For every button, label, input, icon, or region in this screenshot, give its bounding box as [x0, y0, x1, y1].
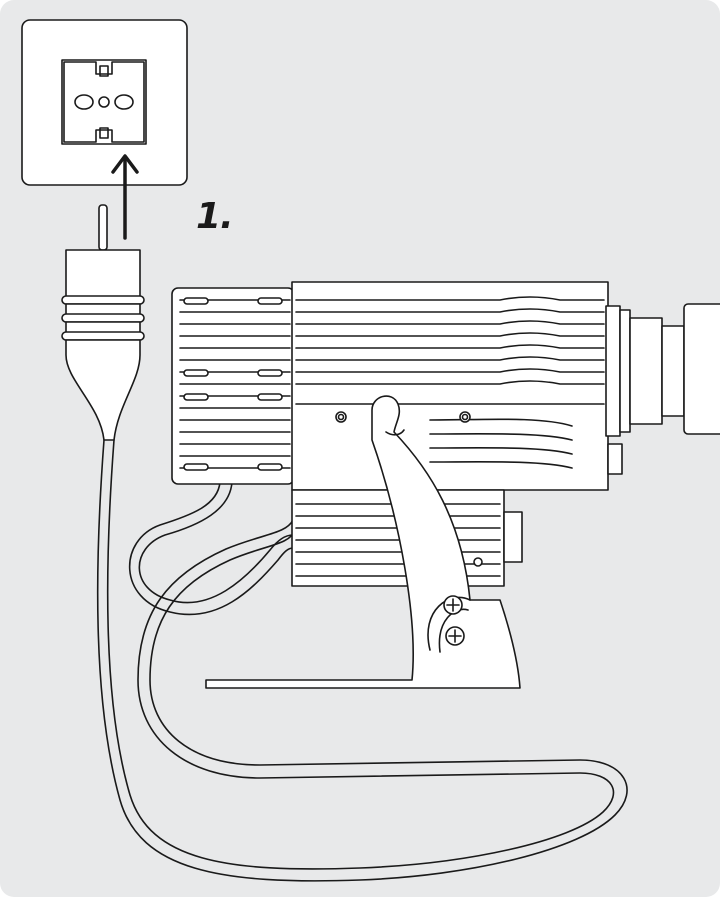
power-cable-icon [96, 439, 628, 882]
screw-icon [443, 595, 465, 646]
projector-icon [171, 281, 720, 587]
wall-socket-icon [21, 19, 188, 186]
up-arrow-icon [111, 154, 139, 240]
step-number: 1. [196, 196, 234, 237]
mounting-bracket-icon [205, 395, 521, 689]
power-plug-icon [61, 204, 145, 441]
